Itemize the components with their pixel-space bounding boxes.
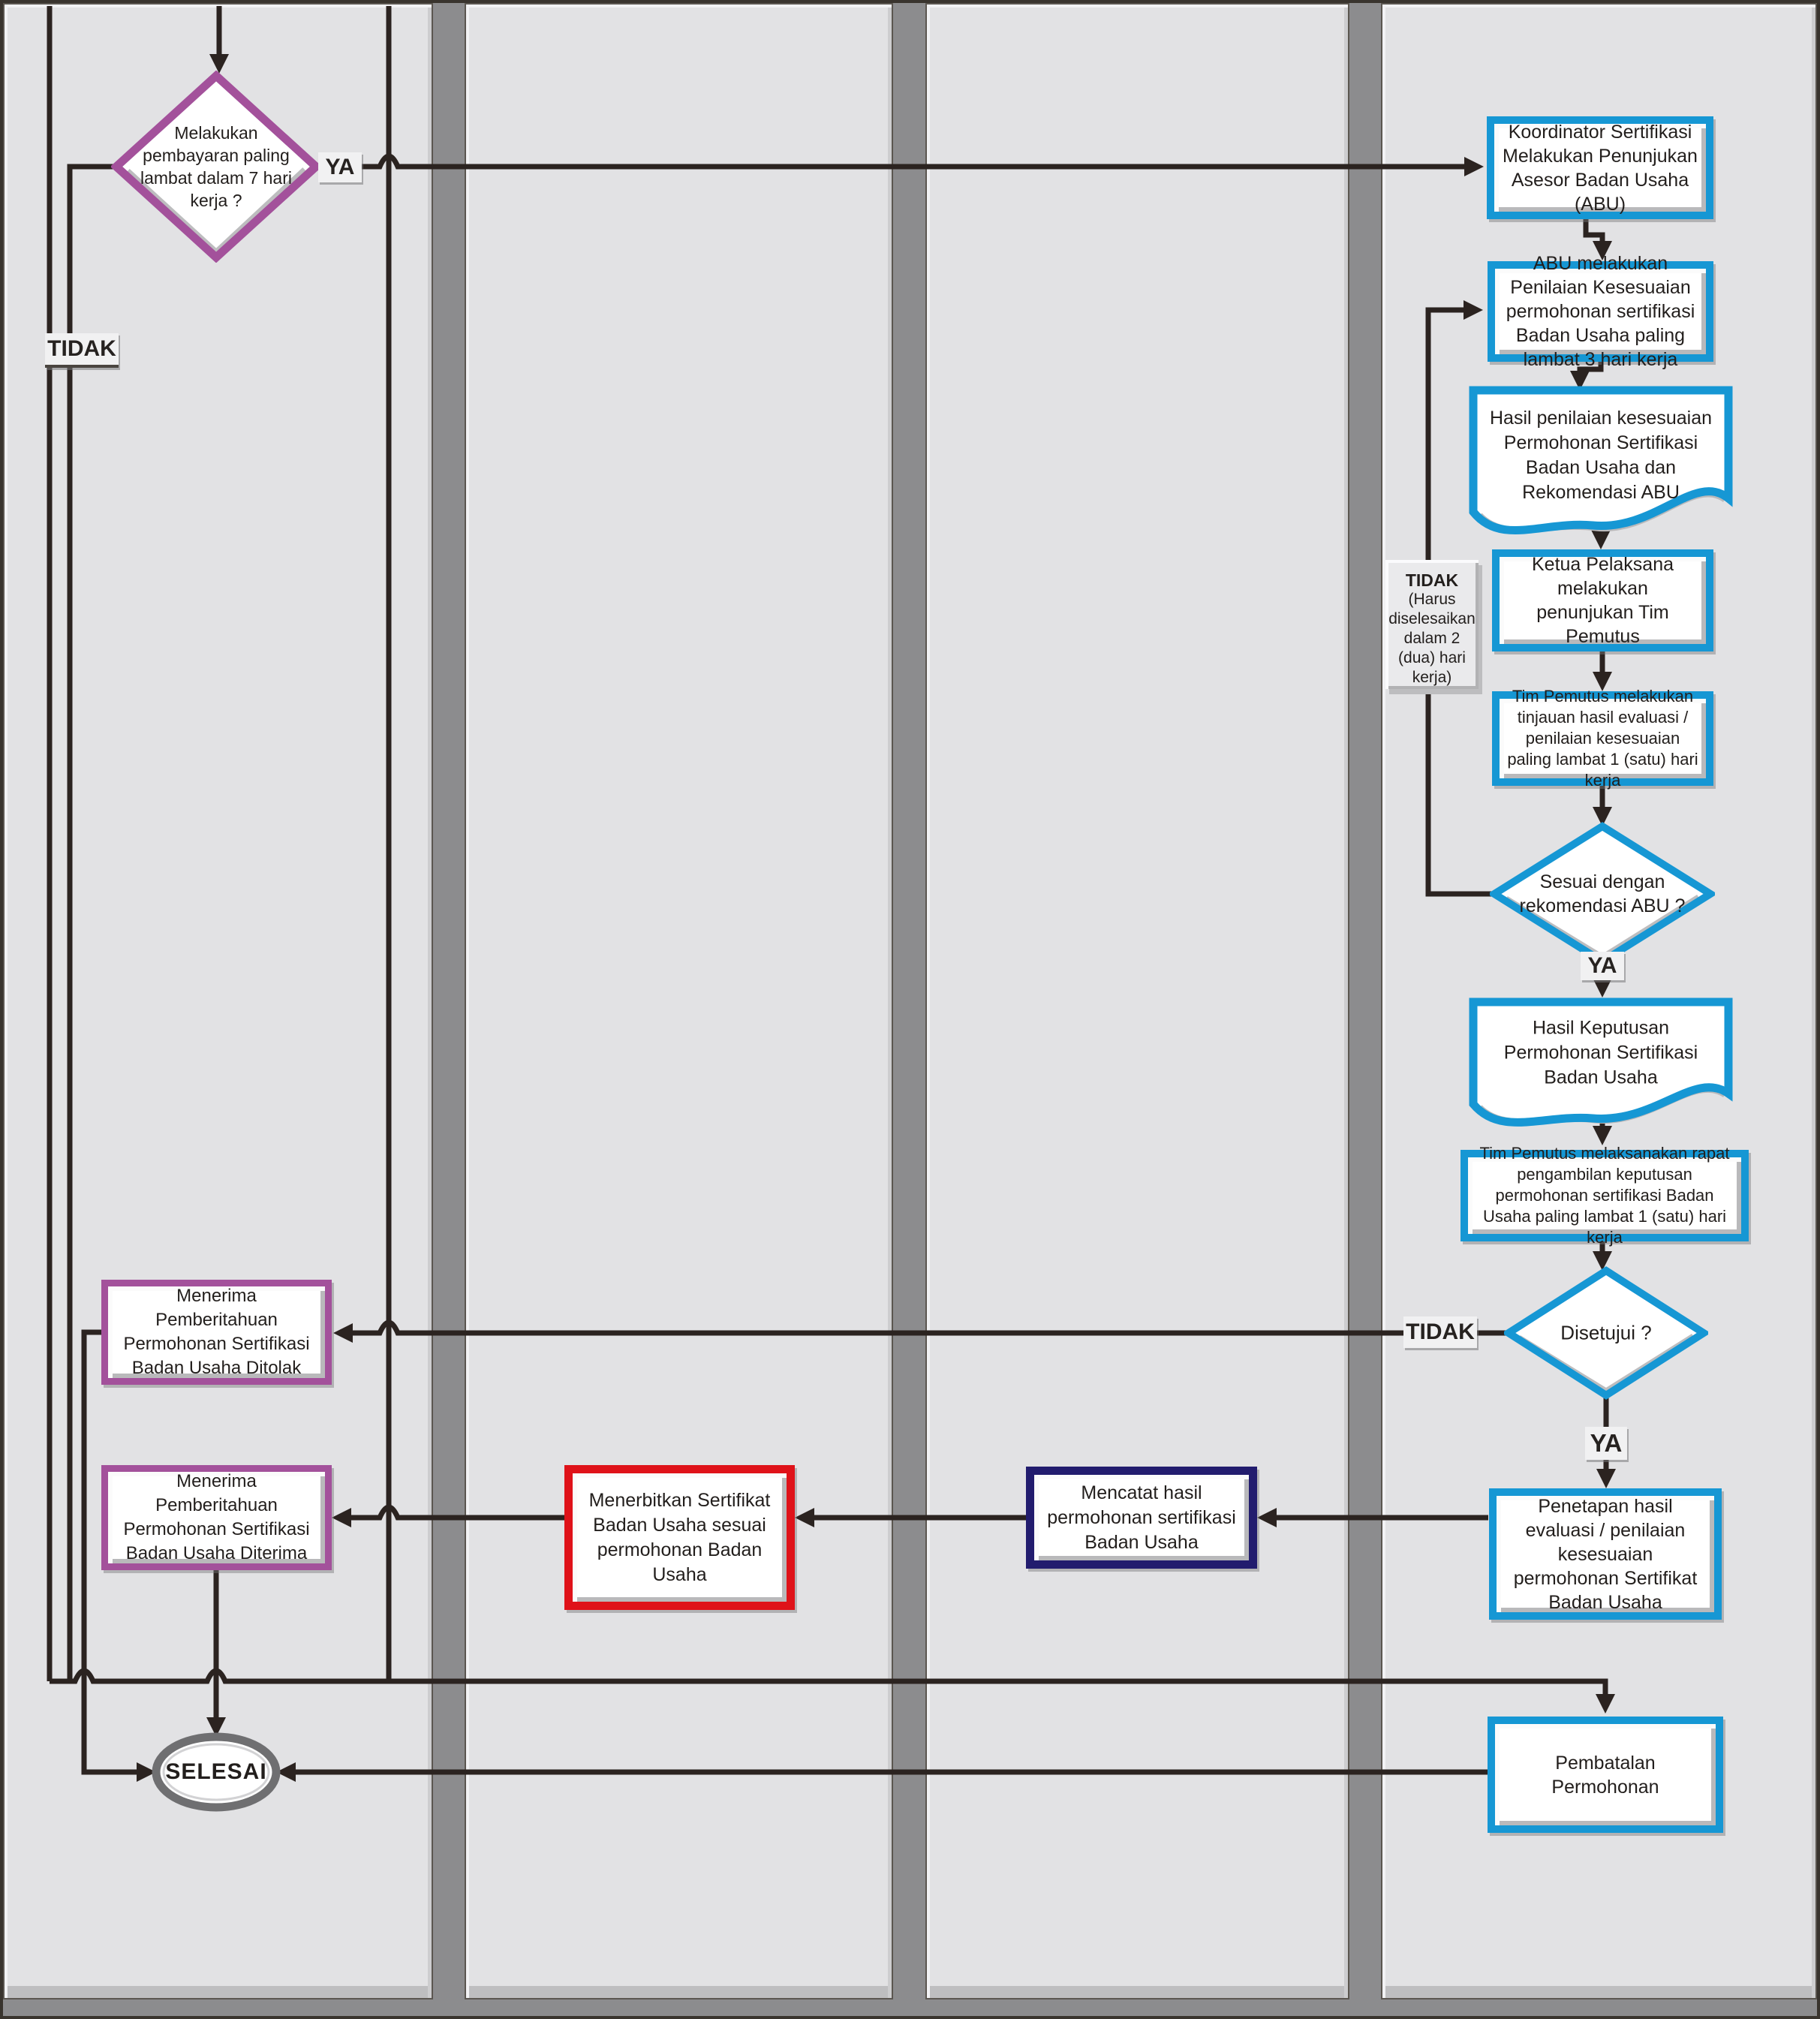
connector-disetujui-tidak: [333, 1319, 1510, 1343]
document-hasil-penilaian: Hasil penilaian kesesuaian Permohonan Se…: [1468, 386, 1734, 560]
process-tim-pemutus-rapat: Tim Pemutus melaksanakan rapat pengambil…: [1461, 1144, 1749, 1247]
label-ya-pembayaran: YA: [318, 152, 362, 182]
connector-koordinator-abu: [1583, 218, 1612, 260]
document-hasil-penilaian-label: Hasil penilaian kesesuaian Permohonan Se…: [1489, 407, 1713, 503]
process-tinjauan-label: Tim Pemutus melakukan tinjauan hasil eva…: [1507, 687, 1698, 790]
process-penetapan-label: Penetapan hasil evaluasi / penilaian kes…: [1513, 1495, 1698, 1613]
process-pembatalan-permohonan: Pembatalan Permohonan: [1488, 1717, 1723, 1833]
process-menerbitkan-sertifikat: Menerbitkan Sertifikat Badan Usaha sesua…: [564, 1465, 795, 1610]
process-mencatat-hasil: Mencatat hasil permohonan sertifikasi Ba…: [1026, 1467, 1257, 1569]
decision-disetujui: Disetujui ?: [1504, 1266, 1708, 1400]
note-tidak-body: (Harus diselesaikan dalam 2 (dua) hari k…: [1388, 591, 1476, 686]
process-diterima-label: Menerima Pemberitahuan Permohonan Sertif…: [123, 1471, 310, 1563]
swimlane-2: [465, 3, 893, 1999]
process-koordinator-penunjukan-abu: Koordinator Sertifikasi Melakukan Penunj…: [1487, 116, 1713, 219]
label-ya-disetujui: YA: [1585, 1427, 1627, 1460]
decision-sesuai-rekomendasi: Sesuai dengan rekomendasi ABU ?: [1490, 822, 1715, 966]
process-penetapan-hasil: Penetapan hasil evaluasi / penilaian kes…: [1489, 1488, 1722, 1620]
process-ketua-label: Ketua Pelaksana melakukan penunjukan Tim…: [1531, 554, 1674, 647]
label-ya-sesuai: YA: [1581, 952, 1624, 980]
terminator-selesai-label: SELESAI: [165, 1759, 267, 1784]
note-tidak-title: TIDAK: [1405, 570, 1459, 590]
connector-bottom-collector: [50, 1668, 1615, 1714]
process-ketua-pelaksana: Ketua Pelaksana melakukan penunjukan Tim…: [1492, 549, 1713, 651]
process-rapat-label: Tim Pemutus melaksanakan rapat pengambil…: [1479, 1144, 1730, 1247]
connector-ditolak-selesai: [81, 1329, 156, 1782]
process-ditolak-label: Menerima Pemberitahuan Permohonan Sertif…: [123, 1286, 310, 1378]
document-hasil-keputusan-label: Hasil Keputusan Permohonan Sertifikasi B…: [1503, 1017, 1698, 1088]
connector-menerbitkan-diterima: [332, 1504, 564, 1527]
label-tidak-disetujui: TIDAK: [1403, 1316, 1477, 1348]
process-mencatat-label: Mencatat hasil permohonan sertifikasi Ba…: [1047, 1482, 1236, 1553]
decision-pembayaran: Melakukan pembayaran paling lambat dalam…: [111, 71, 321, 263]
process-menerbitkan-label: Menerbitkan Sertifikat Badan Usaha sesua…: [588, 1489, 771, 1585]
process-menerima-ditolak: Menerima Pemberitahuan Permohonan Sertif…: [101, 1280, 332, 1385]
label-tidak-pembayaran: TIDAK: [45, 333, 119, 368]
decision-disetujui-label: Disetujui ?: [1560, 1321, 1652, 1344]
process-tim-pemutus-tinjauan: Tim Pemutus melakukan tinjauan hasil eva…: [1492, 687, 1713, 790]
swimlane-3: [925, 3, 1349, 1999]
decision-sesuai-label: Sesuai dengan rekomendasi ABU ?: [1519, 871, 1686, 916]
process-koordinator-label: Koordinator Sertifikasi Melakukan Penunj…: [1503, 121, 1698, 215]
connector-payment-tidak: [67, 164, 119, 1681]
decision-pembayaran-label: Melakukan pembayaran paling lambat dalam…: [140, 123, 292, 210]
connector-abu-doc: [1570, 362, 1604, 390]
note-tidak-dua-hari: TIDAK (Harus diselesaikan dalam 2 (dua) …: [1385, 560, 1479, 689]
process-pembatalan-label: Pembatalan Permohonan: [1551, 1752, 1659, 1798]
process-abu-penilaian: ABU melakukan Penilaian Kesesuaian permo…: [1488, 253, 1713, 370]
process-abu-label: ABU melakukan Penilaian Kesesuaian permo…: [1506, 253, 1695, 370]
process-menerima-diterima: Menerima Pemberitahuan Permohonan Sertif…: [101, 1465, 332, 1570]
document-hasil-keputusan: Hasil Keputusan Permohonan Sertifikasi B…: [1468, 997, 1734, 1145]
terminator-selesai: SELESAI: [149, 1731, 284, 1813]
connector-payment-ya: [318, 153, 1484, 176]
